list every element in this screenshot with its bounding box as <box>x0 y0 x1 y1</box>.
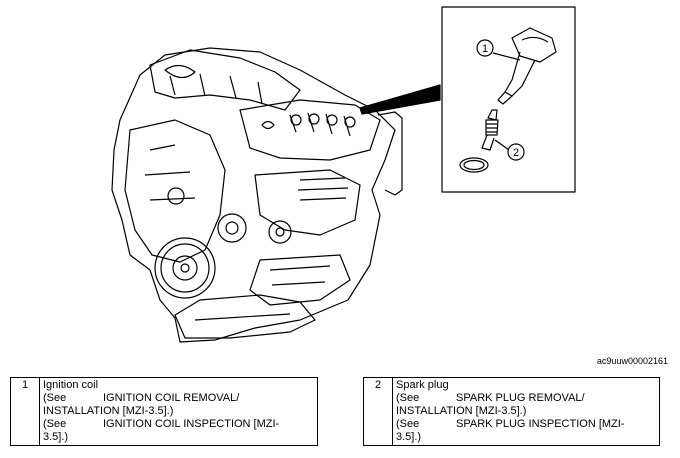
link-spark-plug-inspection[interactable]: SPARK PLUG INSPECTION [MZI- <box>456 418 625 430</box>
ignition-coil-drawing <box>497 27 557 105</box>
valve-cover <box>239 99 381 161</box>
timing-cover <box>124 119 226 263</box>
see-label: (See <box>396 418 420 430</box>
spark-plug-drawing <box>481 109 499 151</box>
link-continuation[interactable]: INSTALLATION [MZI-3.5].) <box>396 405 527 417</box>
legend-description: Spark plug (See SPARK PLUG REMOVAL/ INSTA… <box>392 377 660 446</box>
leader-line <box>359 84 441 115</box>
link-continuation[interactable]: INSTALLATION [MZI-3.5].) <box>43 405 174 417</box>
crankshaft-pulley <box>154 237 216 299</box>
tensioner-pulley <box>268 220 292 244</box>
legend-name: Spark plug <box>396 379 449 391</box>
legend-table-ignition-coil: 1 Ignition coil (See IGNITION COIL REMOVA… <box>10 377 318 446</box>
legend-number: 1 <box>10 377 40 446</box>
callout-1-circle <box>476 39 494 57</box>
inset-box <box>441 6 576 193</box>
callout-1-label: 1 <box>482 43 488 55</box>
figure-id: ac9uuw00002161 <box>596 356 668 366</box>
legend-description: Ignition coil (See IGNITION COIL REMOVAL/… <box>39 377 318 446</box>
see-label: (See <box>396 392 420 404</box>
gasket-ring <box>459 157 489 173</box>
legend-table-spark-plug: 2 Spark plug (See SPARK PLUG REMOVAL/ INS… <box>363 377 660 446</box>
link-ignition-coil-removal[interactable]: IGNITION COIL REMOVAL/ <box>103 392 240 404</box>
engine-outline <box>111 47 396 343</box>
legend-name: Ignition coil <box>43 379 99 391</box>
idler-pulley <box>217 213 247 243</box>
oil-pan <box>174 294 316 339</box>
link-continuation[interactable]: 3.5].) <box>396 431 422 443</box>
see-label: (See <box>43 392 67 404</box>
link-continuation[interactable]: 3.5].) <box>43 431 69 443</box>
callout-2-label: 2 <box>513 147 519 159</box>
see-label: (See <box>43 418 67 430</box>
legend-number: 2 <box>363 377 393 446</box>
engine-diagram: 1 2 <box>111 6 576 343</box>
callout-2-circle <box>507 143 525 161</box>
link-spark-plug-removal[interactable]: SPARK PLUG REMOVAL/ <box>456 392 585 404</box>
link-ignition-coil-inspection[interactable]: IGNITION COIL INSPECTION [MZI- <box>103 418 280 430</box>
intake-manifold <box>149 49 301 111</box>
